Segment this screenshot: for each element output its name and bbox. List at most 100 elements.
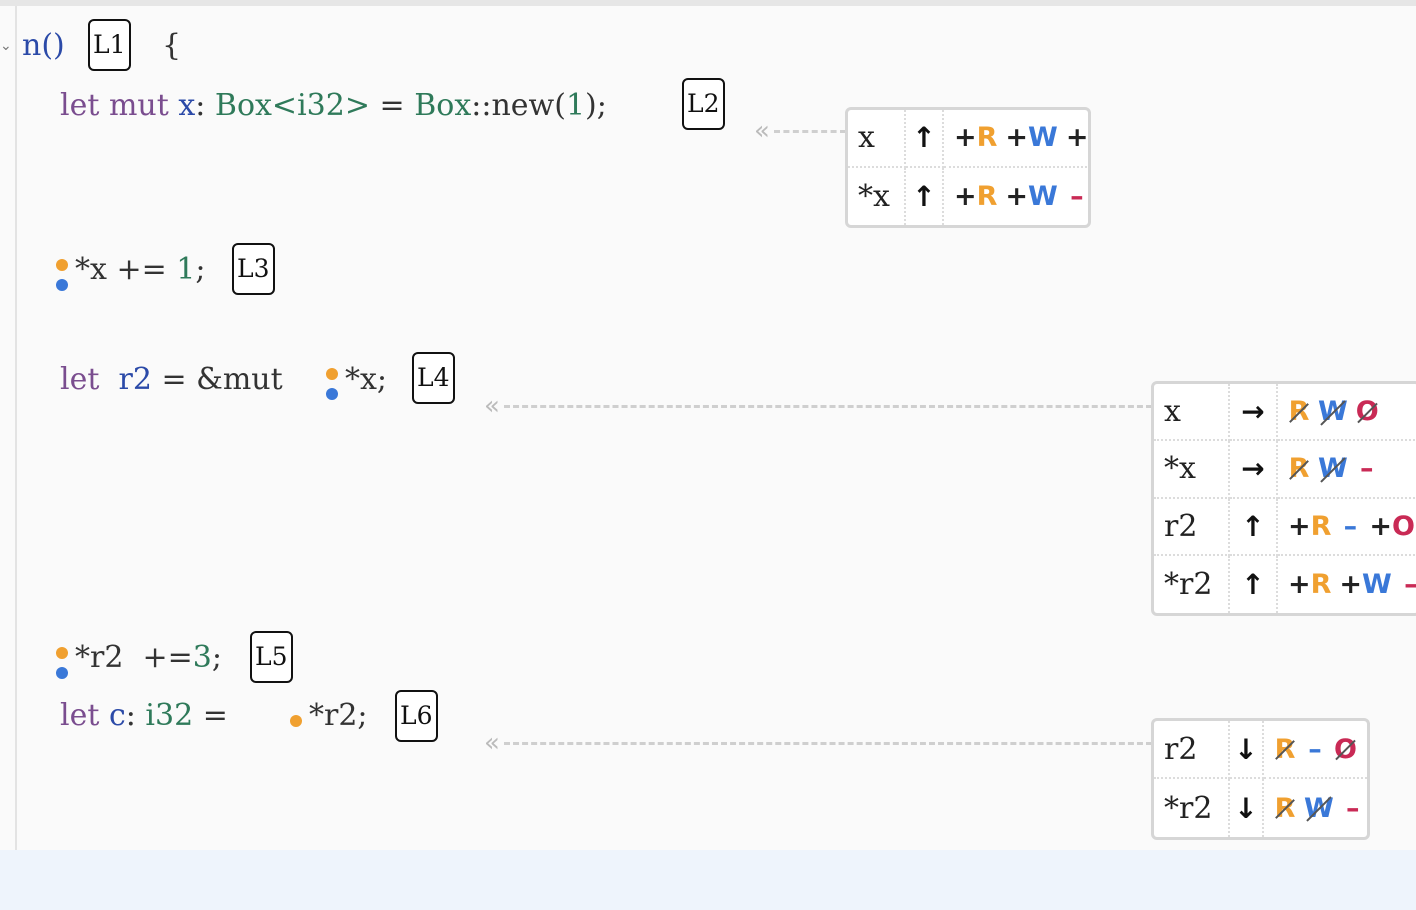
permission-letter: R [1288,396,1310,428]
write-dot-icon [326,388,338,400]
path-name: *x [848,167,906,225]
permission-o: +O [1369,511,1415,542]
label-l2: L2 [682,78,725,130]
plus-sign: + [1005,122,1029,154]
path-name: r2 [1154,721,1230,779]
permission-letter: R [1288,453,1310,485]
drop-arrow-icon: ↓ [1230,721,1264,779]
permission-w: +W [1005,181,1057,212]
plus-sign: + [1005,180,1029,212]
top-bar [0,0,1416,6]
colon: : [125,698,136,733]
permission-letter: W [1028,122,1058,154]
permission-o: +O [1065,122,1091,154]
permission-r-lost: R [1274,793,1296,824]
open-brace: { [162,28,182,63]
variable-r2: r2 [118,362,152,397]
label-l6: L6 [395,690,438,742]
plus-sign: + [1369,510,1393,542]
connector-arrow-l4: « [484,393,1152,419]
path-name: x [1154,384,1230,442]
permission-none: – [1356,453,1378,484]
code-line-2[interactable]: let mut x: Box<i32> = Box::new(1); [60,86,607,126]
code-line-1[interactable]: n() [22,26,65,66]
permission-letter: W [1028,180,1058,212]
plus-sign: + [954,122,977,154]
permission-letter: O [1088,122,1091,153]
permission-r-lost: R [1288,453,1310,484]
cursor-line-highlight [0,850,1416,910]
keyword-mut: mut [108,88,169,123]
permission-set: R–O [1264,721,1367,779]
op-add-assign: += [142,640,193,675]
permission-letter: R [1274,792,1296,824]
keyword-let: let [60,88,100,123]
code-line-5[interactable]: *r2 +=3; [75,638,222,678]
permission-letter: – [1404,569,1416,600]
code-line-3[interactable]: *x += 1; [75,250,206,290]
equals: = [379,88,405,123]
deref-x: *x [75,252,107,287]
mut-borrow: &mut [196,362,283,397]
ctor-box: Box [414,88,472,123]
keyword-let: let [60,362,100,397]
permission-letter: W [1362,568,1392,600]
read-dot-icon [326,368,338,380]
permission-set: +R–+O [1278,499,1416,556]
permission-letter: W [1318,396,1348,428]
type-i32: i32 [145,698,194,733]
literal-1: 1 [176,252,196,287]
read-dot-icon [56,259,68,271]
keyword-let: let [60,698,100,733]
label-l5: L5 [250,631,293,683]
plus-sign: + [1339,568,1363,600]
permission-none: – [1339,511,1361,542]
permission-letter: – [1360,453,1374,485]
path-name: x [848,110,906,168]
read-dot-icon [56,647,68,659]
plus-sign: + [1065,122,1089,154]
fold-chevron-icon[interactable]: ⌄ [0,38,12,54]
move-arrow-icon: → [1230,441,1278,499]
write-dot-icon [56,279,68,291]
permissions-table-l2: x↑+R+W+O*x↑+R+W– [845,107,1091,228]
plus-sign: + [1288,568,1311,600]
stmt-end: ; [195,252,206,287]
permission-r: +R [1288,511,1331,542]
permission-letter: W [1318,453,1348,485]
permission-letter: O [1392,510,1415,542]
permissions-table-l4: x→RWO*x→RW–r2↑+R–+O*r2↑+R+W– [1151,381,1416,616]
code-line-6[interactable]: let c: i32 = [60,696,228,736]
literal-3: 3 [192,640,212,675]
permission-none: – [1304,734,1326,765]
permission-w-lost: W [1318,453,1348,484]
code-line-4[interactable]: let r2 = &mut [60,360,283,400]
gain-arrow-icon: ↑ [906,110,944,168]
op-add-assign: += [116,252,167,287]
stmt-end: ); [585,88,607,123]
plus-sign: + [954,180,977,212]
connector-arrow-l2: « [754,118,846,144]
deref-r2-expr: *r2; [309,698,368,733]
editor-gutter [15,6,17,850]
label-l4: L4 [412,352,455,404]
permission-r: +R [954,122,997,153]
deref-r2: *r2 [75,640,124,675]
plus-sign: + [1288,510,1311,542]
double-chevron-left-icon: « [754,116,770,146]
permission-none: – [1342,793,1364,824]
gain-arrow-icon: ↑ [1230,498,1278,556]
permission-letter: – [1346,792,1360,824]
permission-o-lost: O [1356,396,1379,427]
permission-letter: O [1355,396,1379,428]
path-name: *x [1154,441,1230,499]
colon: : [195,88,206,123]
equals: = [161,362,187,397]
permission-w-lost: W [1304,793,1334,824]
permission-letter: R [1310,568,1332,600]
permission-letter: R [1274,733,1296,765]
permission-letter: O [1334,733,1357,765]
